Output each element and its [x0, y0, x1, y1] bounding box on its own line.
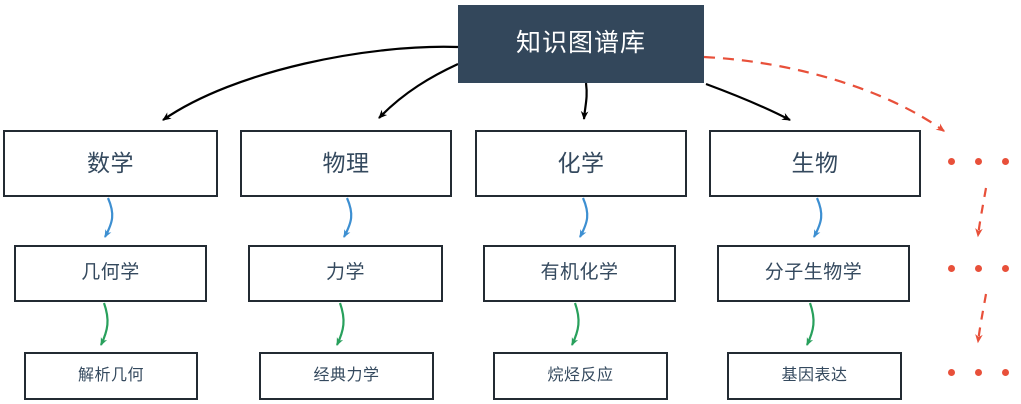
edge-organic-to-alkane	[571, 302, 580, 346]
edge-geometry-to-analytic	[100, 302, 109, 346]
node-classical-mechanics[interactable]: 经典力学	[259, 352, 434, 400]
node-geometry[interactable]: 几何学	[14, 245, 207, 302]
edge-molecular-to-gene	[806, 302, 815, 346]
edge-mechanics-to-classical	[336, 302, 345, 346]
ellipsis-dot	[975, 265, 982, 272]
edge-root-to-physics	[378, 63, 459, 119]
node-mechanics[interactable]: 力学	[248, 245, 443, 302]
node-physics-label: 物理	[322, 149, 370, 176]
node-root[interactable]: 知识图谱库	[458, 5, 704, 83]
node-gene-expression-label: 基因表达	[781, 367, 848, 385]
edge-ellipsis-row1-to-row2	[975, 187, 988, 238]
ellipsis-dot	[1002, 158, 1009, 165]
node-molecular-biology-label: 分子生物学	[764, 262, 863, 284]
node-alkane-reaction-label: 烷烃反应	[547, 367, 614, 385]
node-math-label: 数学	[87, 149, 134, 176]
ellipsis-dot	[1002, 265, 1009, 272]
node-physics[interactable]: 物理	[240, 130, 452, 197]
node-chemistry-label: 化学	[557, 149, 605, 176]
edge-biology-to-molecular	[813, 197, 823, 238]
ellipsis-dot	[1002, 369, 1009, 376]
edge-chemistry-to-organic	[579, 197, 589, 238]
ellipsis-dot	[948, 369, 955, 376]
node-analytic-geometry-label: 解析几何	[77, 367, 144, 385]
node-biology-label: 生物	[791, 149, 839, 176]
ellipsis-dot	[975, 369, 982, 376]
edge-root-to-math	[162, 45, 459, 121]
ellipsis-dot	[975, 158, 982, 165]
edge-physics-to-mechanics	[343, 197, 353, 238]
node-mechanics-label: 力学	[325, 262, 365, 284]
node-geometry-label: 几何学	[81, 262, 140, 284]
edge-math-to-geometry	[104, 197, 114, 238]
node-root-label: 知识图谱库	[515, 29, 646, 58]
ellipsis-dot	[948, 265, 955, 272]
node-organic-chemistry[interactable]: 有机化学	[483, 245, 676, 302]
node-organic-chemistry-label: 有机化学	[540, 262, 619, 284]
edge-root-to-biology	[705, 82, 791, 121]
edge-root-to-ellipsis	[703, 55, 945, 132]
node-chemistry[interactable]: 化学	[475, 130, 687, 197]
node-gene-expression[interactable]: 基因表达	[727, 352, 902, 400]
edge-ellipsis-row2-to-row3	[975, 293, 988, 344]
node-analytic-geometry[interactable]: 解析几何	[24, 352, 198, 400]
node-alkane-reaction[interactable]: 烷烃反应	[493, 352, 668, 400]
edge-root-to-chemistry	[580, 82, 589, 120]
node-classical-mechanics-label: 经典力学	[313, 367, 380, 385]
node-math[interactable]: 数学	[3, 130, 218, 197]
node-molecular-biology[interactable]: 分子生物学	[717, 245, 910, 302]
ellipsis-dot	[948, 158, 955, 165]
node-biology[interactable]: 生物	[709, 130, 921, 197]
